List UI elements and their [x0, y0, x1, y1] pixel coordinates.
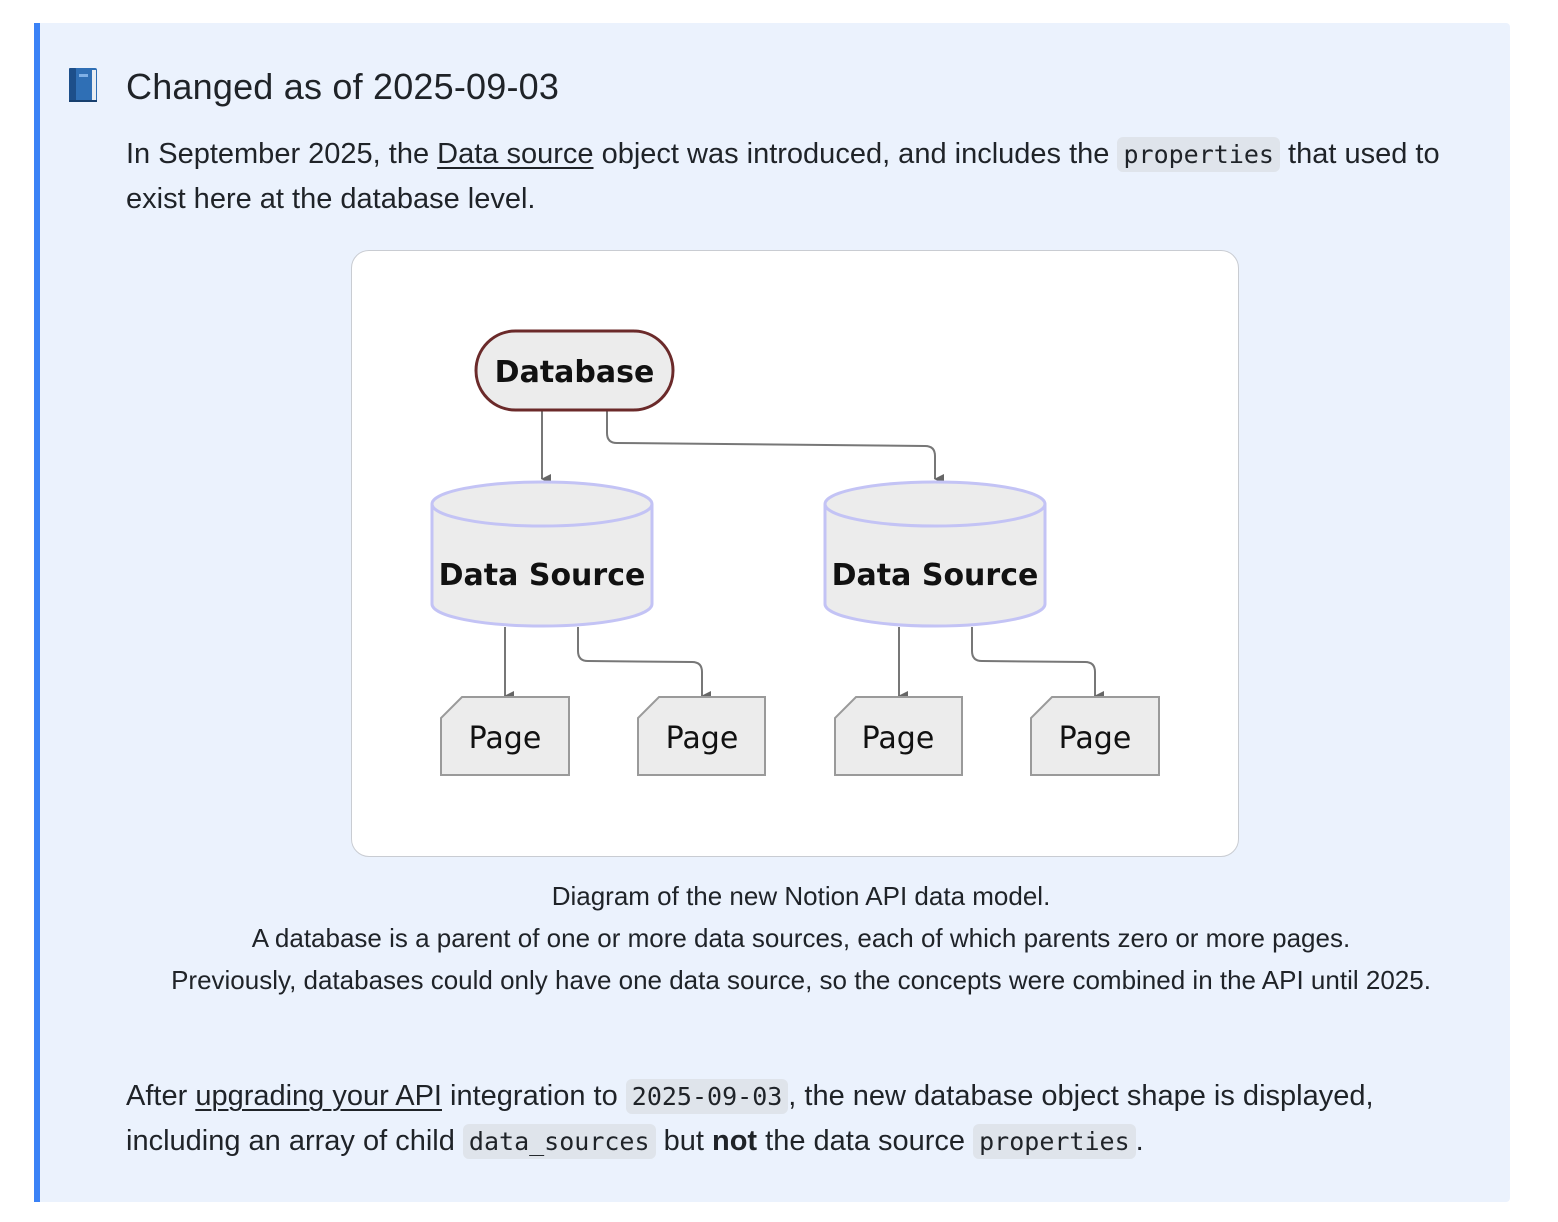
blue-book-icon	[69, 68, 97, 102]
footer-paragraph: After upgrading your API integration to …	[126, 1074, 1486, 1164]
page-node-1: Page	[440, 696, 570, 776]
edge-source2-to-page4	[971, 627, 1104, 701]
intro-text-after: that used to exist here at the database …	[126, 138, 1440, 215]
properties-code: properties	[1117, 137, 1280, 172]
footer-text-before: After	[126, 1080, 196, 1112]
data-source-node-1: Data Source	[430, 480, 654, 628]
page-label-2: Page	[666, 721, 739, 756]
version-code: 2025-09-03	[625, 1079, 789, 1114]
page-label-4: Page	[1059, 721, 1132, 756]
data-source-link[interactable]: Data source	[437, 138, 594, 170]
footer-properties-code: properties	[973, 1124, 1136, 1159]
caption-line-3: Previously, databases could only have on…	[171, 965, 1431, 995]
data-sources-code: data_sources	[462, 1124, 656, 1159]
caption-line-2: A database is a parent of one or more da…	[251, 923, 1351, 953]
page-node-4: Page	[1030, 696, 1160, 776]
data-source-label-1: Data Source	[439, 558, 646, 593]
intro-paragraph: In September 2025, the Data source objec…	[126, 132, 1446, 222]
database-node: Database	[474, 329, 675, 412]
intro-text-middle: object was introduced, and includes the	[593, 138, 1118, 170]
data-model-diagram: Database Data Source Data Source Page	[351, 250, 1239, 857]
page-node-3: Page	[834, 696, 963, 776]
intro-text-before: In September 2025, the	[126, 138, 438, 170]
callout-title: Changed as of 2025-09-03	[126, 66, 560, 107]
footer-text-middle: integration to	[441, 1080, 626, 1112]
changed-callout: Changed as of 2025-09-03 In September 20…	[34, 23, 1510, 1202]
diagram-svg: Database Data Source Data Source Page	[430, 329, 1160, 776]
diagram-caption: Diagram of the new Notion API data model…	[126, 875, 1476, 1001]
edge-source1-to-page2	[577, 627, 711, 701]
footer-bold-not: not	[711, 1125, 758, 1157]
page-node-2: Page	[637, 696, 766, 776]
footer-text-end: .	[1135, 1125, 1144, 1157]
upgrading-api-link[interactable]: upgrading your API	[195, 1080, 442, 1112]
data-source-label-2: Data Source	[832, 558, 1039, 593]
edge-database-to-source-2	[606, 411, 944, 484]
footer-text-the: the data source	[757, 1125, 974, 1157]
database-label: Database	[495, 355, 655, 390]
page-label-1: Page	[469, 721, 542, 756]
data-source-node-2: Data Source	[823, 480, 1047, 628]
page-label-3: Page	[862, 721, 935, 756]
footer-text-but: but	[655, 1125, 712, 1157]
diagram-edges	[504, 411, 1104, 701]
footer-text-after-version: , the new database object shape is displ…	[126, 1080, 1374, 1157]
caption-line-1: Diagram of the new Notion API data model…	[551, 881, 1051, 911]
